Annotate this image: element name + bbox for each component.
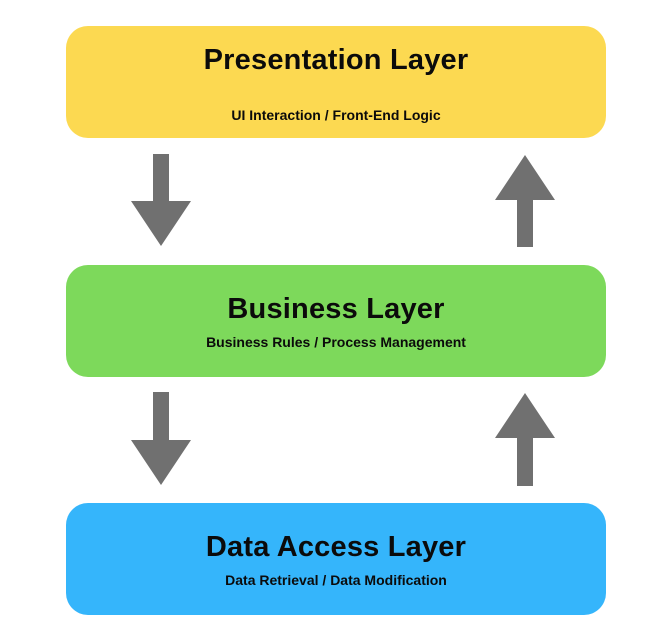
presentation-layer-box: Presentation Layer UI Interaction / Fron…	[66, 26, 606, 138]
business-layer-subtitle: Business Rules / Process Management	[206, 334, 466, 350]
data-access-layer-subtitle: Data Retrieval / Data Modification	[225, 572, 447, 588]
down-arrow-business-to-data-access-icon	[131, 392, 191, 485]
down-arrow-presentation-to-business-icon	[131, 154, 191, 246]
presentation-layer-title: Presentation Layer	[203, 44, 469, 76]
up-arrow-data-access-to-business-icon	[495, 393, 555, 486]
data-access-layer-box: Data Access Layer Data Retrieval / Data …	[66, 503, 606, 615]
business-layer-title: Business Layer	[227, 293, 445, 325]
presentation-layer-subtitle: UI Interaction / Front-End Logic	[231, 107, 441, 123]
business-layer-box: Business Layer Business Rules / Process …	[66, 265, 606, 377]
up-arrow-business-to-presentation-icon	[495, 155, 555, 247]
data-access-layer-title: Data Access Layer	[205, 531, 467, 563]
